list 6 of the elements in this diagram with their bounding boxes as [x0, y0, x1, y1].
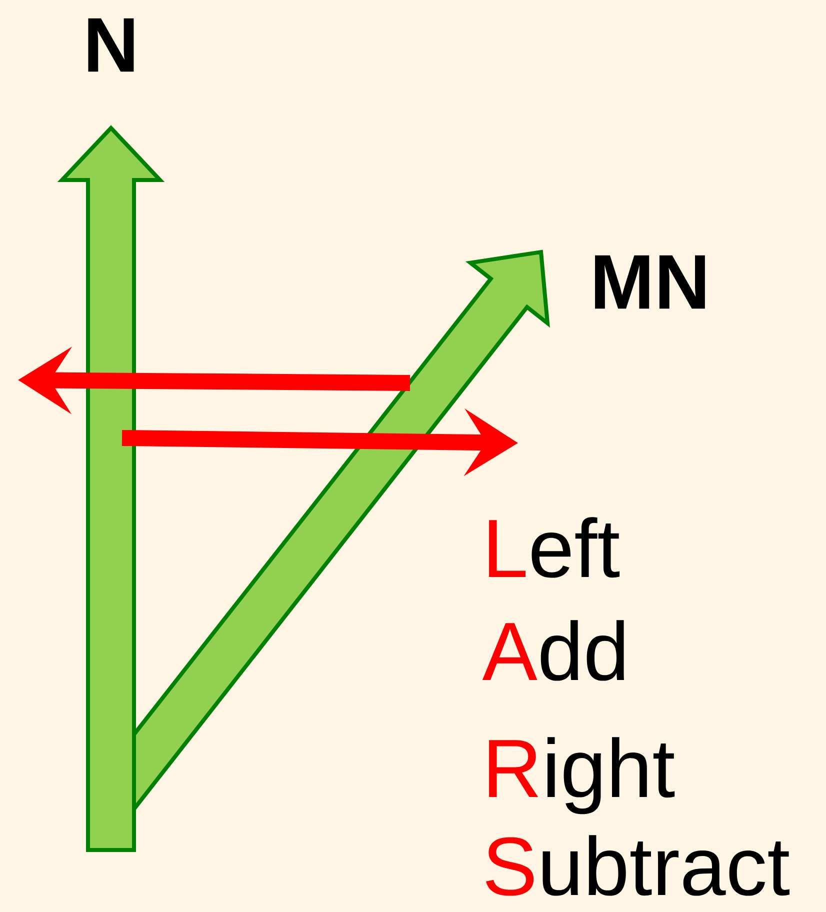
mnemonic-word: Left [489, 517, 620, 578]
direction-label: MN [595, 255, 705, 309]
mnemonic-word: Right [489, 737, 675, 814]
mnemonic-word: Subtract [486, 835, 790, 896]
direction-label: N [88, 18, 134, 72]
mnemonic-word: Add [482, 620, 624, 681]
